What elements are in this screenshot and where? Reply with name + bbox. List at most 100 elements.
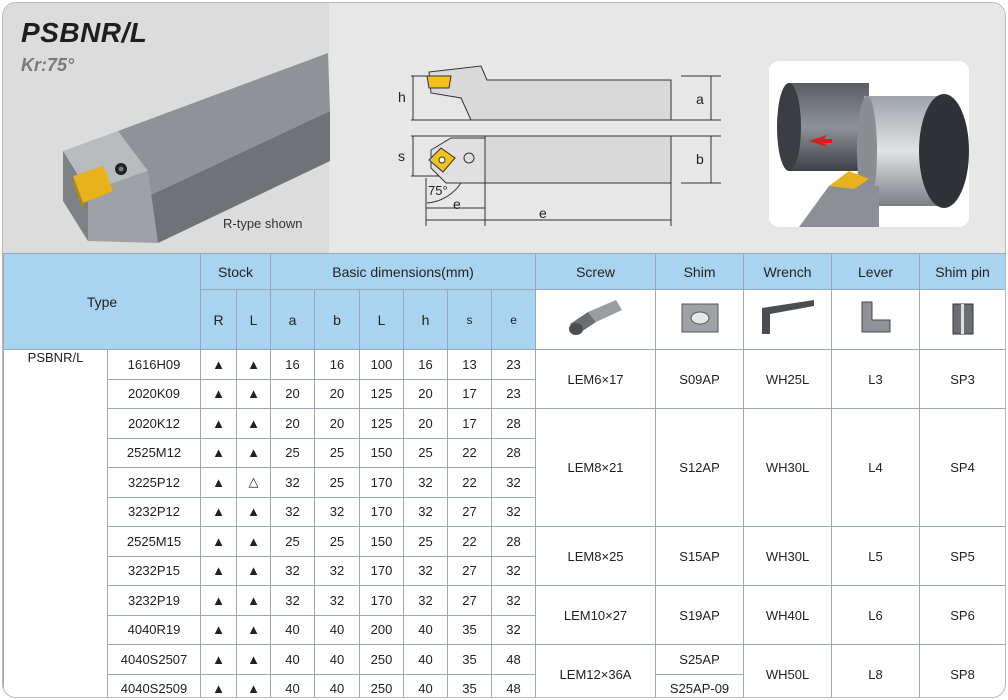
dim-s: s: [398, 148, 405, 164]
stock-l: ▲: [236, 378, 272, 409]
dim-e-cell: 23: [491, 378, 537, 409]
shim-pin-cell: SP6: [919, 585, 1005, 645]
dim-e-cell: 28: [491, 437, 537, 468]
shim-cell: S19AP: [655, 585, 745, 645]
dim-a-cell: 32: [270, 467, 316, 498]
dim-e-short: e: [453, 196, 461, 212]
type-cell: 2020K12: [106, 408, 202, 439]
shim-pin-icon: [952, 303, 974, 335]
header-dim-e: e: [491, 289, 537, 350]
header-stock: Stock: [200, 253, 272, 290]
dim-e-cell: 32: [491, 467, 537, 498]
dim-e-cell: 48: [491, 673, 537, 697]
dim-b-cell: 32: [314, 555, 361, 586]
dim-h-cell: 40: [403, 673, 449, 697]
lever-cell: L6: [831, 585, 921, 645]
header-dim-a: a: [270, 289, 316, 350]
dim-l-cell: 125: [359, 378, 405, 409]
dim-e-cell: 28: [491, 526, 537, 557]
type-cell: 3232P12: [106, 496, 202, 527]
screw-cell: LEM8×21: [535, 408, 657, 527]
dim-s-cell: 13: [447, 349, 493, 380]
dim-s-cell: 27: [447, 555, 493, 586]
header-basic-dimensions: Basic dimensions(mm): [270, 253, 537, 290]
dim-h-cell: 40: [403, 614, 449, 645]
dim-e-cell: 23: [491, 349, 537, 380]
shim-cell: S12AP: [655, 408, 745, 527]
dim-e-long: e: [539, 205, 547, 221]
wrench-cell: WH40L: [743, 585, 833, 645]
angle-label: 75°: [428, 183, 448, 198]
dim-e-cell: 32: [491, 555, 537, 586]
stock-r: ▲: [200, 467, 238, 498]
dim-s-cell: 17: [447, 408, 493, 439]
header-type: Type: [3, 253, 202, 350]
dim-s-cell: 35: [447, 673, 493, 697]
type-cell: 3232P19: [106, 585, 202, 616]
application-photo: [769, 61, 969, 227]
dim-h-cell: 32: [403, 467, 449, 498]
stock-l: ▲: [236, 349, 272, 380]
type-cell: 4040S2509: [106, 673, 202, 697]
wrench-icon: [761, 300, 814, 334]
header-shim-pin: Shim pin: [919, 253, 1005, 290]
dim-b-cell: 40: [314, 614, 361, 645]
stock-r: ▲: [200, 437, 238, 468]
header-stock-r: R: [200, 289, 238, 350]
dim-a-cell: 40: [270, 644, 316, 675]
dim-b-cell: 25: [314, 437, 361, 468]
dim-h-cell: 32: [403, 555, 449, 586]
dim-a-cell: 20: [270, 378, 316, 409]
wrench-cell: WH30L: [743, 526, 833, 586]
spec-table: Type Stock Basic dimensions(mm) Screw Sh…: [3, 253, 1005, 697]
stock-l: ▲: [236, 585, 272, 616]
shim-pin-cell: SP4: [919, 408, 1005, 527]
header-screw: Screw: [535, 253, 657, 290]
dim-a-cell: 32: [270, 585, 316, 616]
stock-r: ▲: [200, 526, 238, 557]
dim-l-cell: 170: [359, 555, 405, 586]
screw-cell: LEM12×36A: [535, 644, 657, 697]
dim-l-cell: 250: [359, 644, 405, 675]
dim-a-cell: 32: [270, 555, 316, 586]
stock-l: ▲: [236, 614, 272, 645]
header-dim-h: h: [403, 289, 449, 350]
stock-r: ▲: [200, 378, 238, 409]
dim-l-cell: 170: [359, 496, 405, 527]
dim-h-cell: 25: [403, 526, 449, 557]
dim-a-cell: 16: [270, 349, 316, 380]
screw-cell: LEM10×27: [535, 585, 657, 645]
stock-r: ▲: [200, 408, 238, 439]
wrench-image-cell: [743, 289, 833, 350]
shim-cell: S25AP-09: [655, 673, 745, 697]
lever-cell: L8: [831, 644, 921, 697]
dim-b-cell: 20: [314, 408, 361, 439]
screw-cell: LEM6×17: [535, 349, 657, 409]
type-cell: 3225P12: [106, 467, 202, 498]
dim-s-cell: 22: [447, 437, 493, 468]
stock-l: ▲: [236, 526, 272, 557]
kr-angle-label: Kr:75°: [21, 55, 75, 75]
dim-s-cell: 35: [447, 614, 493, 645]
dim-e-cell: 32: [491, 496, 537, 527]
dim-l-cell: 200: [359, 614, 405, 645]
shim-pin-image-cell: [919, 289, 1005, 350]
screw-icon: [568, 300, 622, 335]
dim-b-cell: 16: [314, 349, 361, 380]
stock-r: ▲: [200, 555, 238, 586]
lever-cell: L5: [831, 526, 921, 586]
stock-r: ▲: [200, 585, 238, 616]
dim-h-cell: 16: [403, 349, 449, 380]
dim-s-cell: 22: [447, 526, 493, 557]
type-cell: 4040S2507: [106, 644, 202, 675]
shim-pin-cell: SP3: [919, 349, 1005, 409]
shim-cell: S15AP: [655, 526, 745, 586]
dim-e-cell: 28: [491, 408, 537, 439]
technical-drawing: [411, 65, 721, 226]
screw-cell: LEM8×25: [535, 526, 657, 586]
stock-l: ▲: [236, 496, 272, 527]
dim-b-cell: 25: [314, 467, 361, 498]
dim-h-cell: 20: [403, 378, 449, 409]
dim-b-cell: 20: [314, 378, 361, 409]
